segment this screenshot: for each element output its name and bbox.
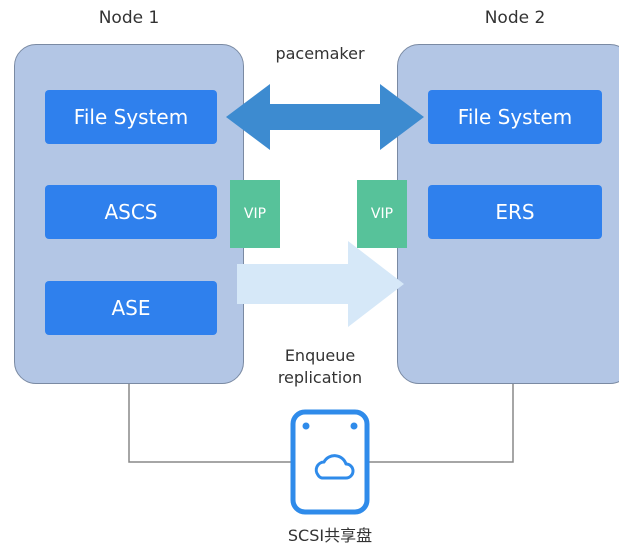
pacemaker-arrow	[226, 84, 424, 150]
node1-file-system: File System	[45, 90, 217, 144]
enqueue-replication-label: Enqueue replication	[255, 345, 385, 389]
node2-ers: ERS	[428, 185, 602, 239]
node1-ase: ASE	[45, 281, 217, 335]
node2-disk-line	[368, 384, 514, 463]
node2-file-system: File System	[428, 90, 602, 144]
node2-title: Node 2	[484, 8, 546, 28]
node1-title: Node 1	[98, 8, 160, 28]
enqueue-label-line2: replication	[277, 368, 363, 387]
shared-disk-label: SCSI共享盘	[287, 526, 373, 545]
node2-vip-badge: VIP	[357, 180, 407, 248]
replication-arrow	[237, 241, 404, 327]
enqueue-label-line1: Enqueue	[284, 346, 356, 365]
node1-disk-line	[128, 384, 292, 463]
node1-vip-badge: VIP	[230, 180, 280, 248]
node1-ascs: ASCS	[45, 185, 217, 239]
pacemaker-label: pacemaker	[275, 44, 365, 63]
